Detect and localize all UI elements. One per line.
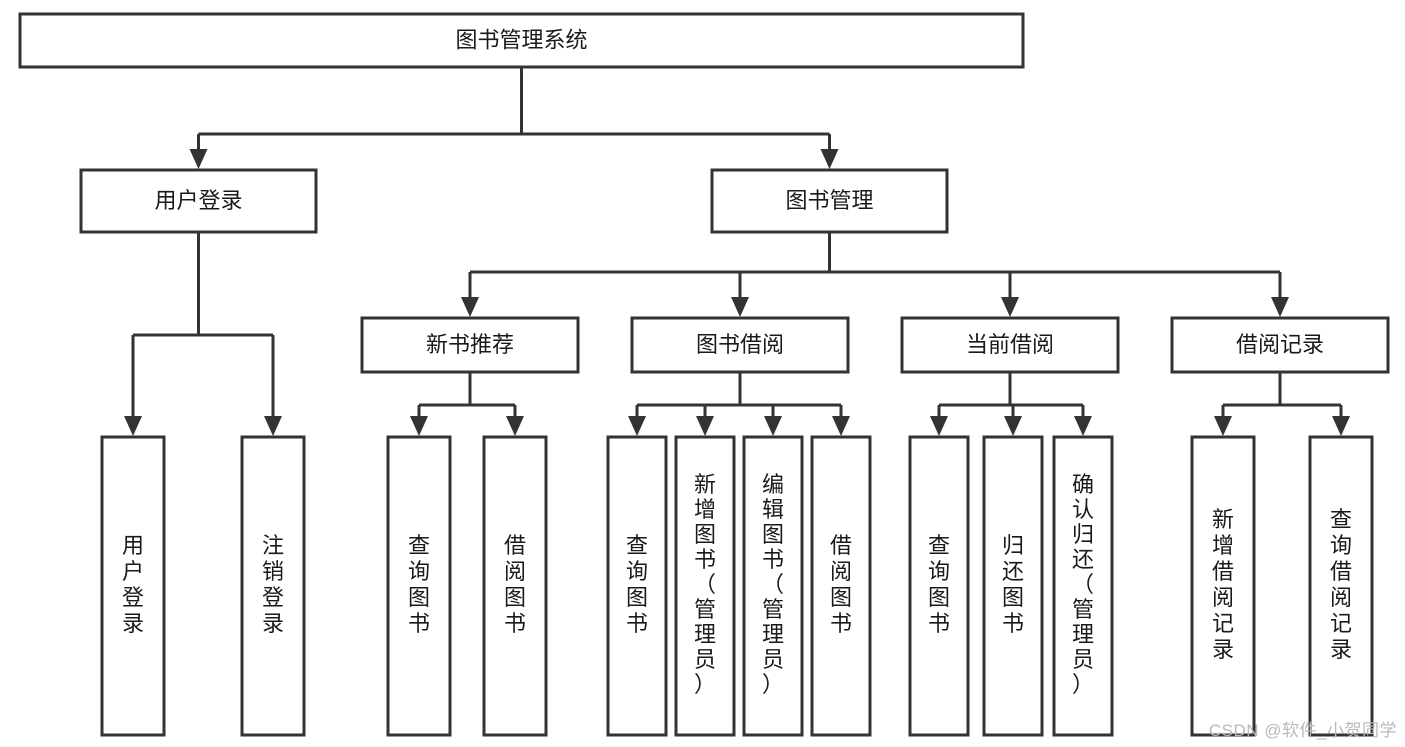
node-leaf-借阅图书[interactable]: 借阅图书 [482,435,548,737]
node-l2-图书管理[interactable]: 图书管理 [710,168,949,234]
node-label: 新书推荐 [426,332,514,357]
arrow-head-icon [1004,416,1022,436]
arrow-head-icon [1332,416,1350,436]
node-label: 用户登录 [122,533,144,636]
node-label: 图书管理系统 [455,27,587,52]
node-label: 借阅图书 [504,533,526,636]
node-box [630,316,850,374]
arrow-head-icon [764,416,782,436]
node-label: 确认归还（管理员） [1072,472,1094,697]
node-box [360,316,580,374]
node-label: 新增图书（管理员） [694,472,716,697]
node-l3-当前借阅[interactable]: 当前借阅 [900,316,1120,374]
arrow-head-icon [410,416,428,436]
node-box [1052,435,1114,737]
node-label: 用户登录 [154,188,242,213]
arrow-head-icon [832,416,850,436]
arrow-head-icon [628,416,646,436]
node-leaf-新增图书管理员[interactable]: 新增图书（管理员） [674,435,736,737]
arrow-head-icon [696,416,714,436]
node-l3-借阅记录[interactable]: 借阅记录 [1170,316,1390,374]
node-l3-图书借阅[interactable]: 图书借阅 [630,316,850,374]
node-label: 查询借阅记录 [1330,507,1352,662]
node-box [674,435,736,737]
arrow-head-icon [1271,297,1289,317]
node-l2-用户登录[interactable]: 用户登录 [79,168,318,234]
node-label: 查询图书 [408,533,430,636]
arrow-head-icon [731,297,749,317]
node-leaf-注销登录[interactable]: 注销登录 [240,435,306,737]
node-leaf-用户登录[interactable]: 用户登录 [100,435,166,737]
node-label: 查询图书 [626,533,648,636]
node-leaf-编辑图书管理员[interactable]: 编辑图书（管理员） [742,435,804,737]
nodes-layer: 图书管理系统用户登录图书管理新书推荐图书借阅当前借阅借阅记录用户登录注销登录查询… [18,12,1390,737]
node-box [18,12,1025,69]
node-leaf-查询图书[interactable]: 查询图书 [386,435,452,737]
node-box [606,435,668,737]
node-label: 编辑图书（管理员） [762,472,784,697]
node-label: 查询图书 [928,533,950,636]
node-box [482,435,548,737]
node-label: 当前借阅 [966,332,1054,357]
arrow-head-icon [461,297,479,317]
arrow-head-icon [1001,297,1019,317]
node-leaf-查询图书[interactable]: 查询图书 [908,435,970,737]
node-label: 归还图书 [1002,533,1024,636]
arrow-head-icon [124,416,142,436]
node-root-图书管理系统[interactable]: 图书管理系统 [18,12,1025,69]
node-label: 注销登录 [262,533,284,636]
node-box [1190,435,1256,737]
arrow-head-icon [930,416,948,436]
node-box [810,435,872,737]
connectors-layer [124,67,1350,436]
arrow-head-icon [264,416,282,436]
arrow-head-icon [1074,416,1092,436]
node-box [100,435,166,737]
node-box [386,435,452,737]
node-box [1308,435,1374,737]
node-label: 图书借阅 [696,332,784,357]
node-leaf-确认归还管理员[interactable]: 确认归还（管理员） [1052,435,1114,737]
arrow-head-icon [506,416,524,436]
node-leaf-查询图书[interactable]: 查询图书 [606,435,668,737]
arrow-head-icon [820,149,839,169]
node-label: 借阅图书 [830,533,852,636]
node-leaf-归还图书[interactable]: 归还图书 [982,435,1044,737]
node-label: 图书管理 [785,188,873,213]
node-box [900,316,1120,374]
node-box [982,435,1044,737]
node-box [1170,316,1390,374]
node-leaf-借阅图书[interactable]: 借阅图书 [810,435,872,737]
node-l3-新书推荐[interactable]: 新书推荐 [360,316,580,374]
arrow-head-icon [1214,416,1232,436]
node-box [240,435,306,737]
node-label: 新增借阅记录 [1212,507,1234,662]
arrow-head-icon [189,149,208,169]
node-box [710,168,949,234]
node-box [908,435,970,737]
node-box [79,168,318,234]
node-box [742,435,804,737]
node-leaf-查询借阅记录[interactable]: 查询借阅记录 [1308,435,1374,737]
node-label: 借阅记录 [1236,332,1324,357]
node-leaf-新增借阅记录[interactable]: 新增借阅记录 [1190,435,1256,737]
